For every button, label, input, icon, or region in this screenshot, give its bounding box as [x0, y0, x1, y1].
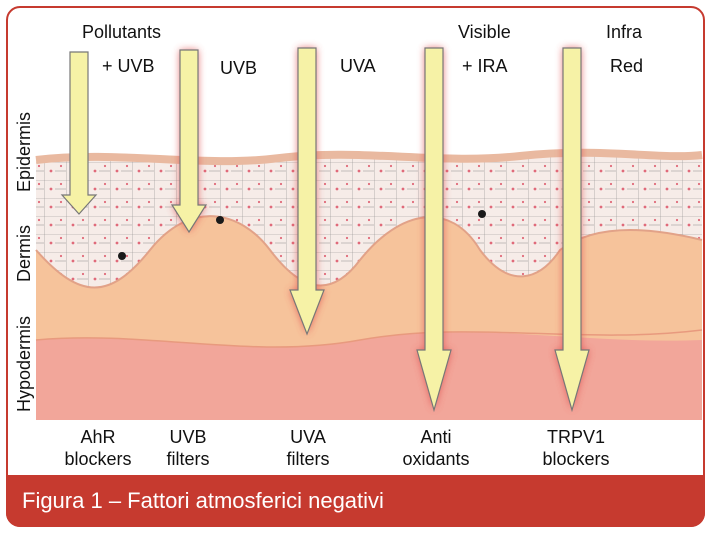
label-pollutants: Pollutants [82, 22, 162, 42]
arrow-visible-ira [416, 47, 452, 413]
arrow-uvb [170, 49, 208, 234]
arrow-uva [289, 47, 325, 336]
protection-line2: filters [286, 449, 330, 469]
arrow-infrared [554, 47, 590, 413]
layer-label-hypodermis: Hypodermis [14, 315, 34, 412]
protection-ahr-blockers: AhR blockers [58, 426, 138, 470]
protection-line2: filters [166, 449, 210, 469]
pigment-dot [118, 252, 126, 260]
arrow-pollutants-uvb [60, 51, 98, 215]
protection-line1: UVA [290, 427, 326, 447]
protection-line1: Anti [420, 427, 452, 447]
protection-line1: UVB [169, 427, 207, 447]
label-plus-uvb: + UVB [102, 56, 155, 76]
layer-label-dermis: Dermis [14, 225, 34, 282]
protection-uvb-filters: UVB filters [148, 426, 228, 470]
dermis-epidermis-junction [35, 215, 703, 289]
epidermis-layer [36, 152, 702, 288]
figure-caption: Figura 1 – Fattori atmosferici negativi [22, 488, 384, 513]
dermis-layer [36, 216, 702, 348]
protection-line2: blockers [64, 449, 132, 469]
pigment-dot [216, 216, 224, 224]
hypodermis-layer [36, 330, 702, 420]
label-red: Red [610, 56, 644, 76]
label-visible: Visible [458, 22, 511, 42]
dermis-boundary [35, 329, 703, 348]
protection-uva-filters: UVA filters [268, 426, 348, 470]
protection-line2: blockers [542, 449, 610, 469]
stratum-corneum [35, 148, 703, 166]
label-uvb: UVB [220, 58, 258, 78]
label-plus-ira: + IRA [462, 56, 508, 76]
protection-line2: oxidants [402, 449, 470, 469]
protection-line1: AhR [80, 427, 116, 447]
caption-bar: Figura 1 – Fattori atmosferici negativi [6, 475, 705, 527]
protection-antioxidants: Anti oxidants [386, 426, 486, 470]
protection-trpv1-blockers: TRPV1 blockers [526, 426, 626, 470]
pigment-dot [478, 210, 486, 218]
protection-line1: TRPV1 [546, 427, 606, 447]
label-uva: UVA [340, 56, 376, 76]
label-infra: Infra [606, 22, 643, 42]
layer-label-epidermis: Epidermis [14, 111, 34, 192]
